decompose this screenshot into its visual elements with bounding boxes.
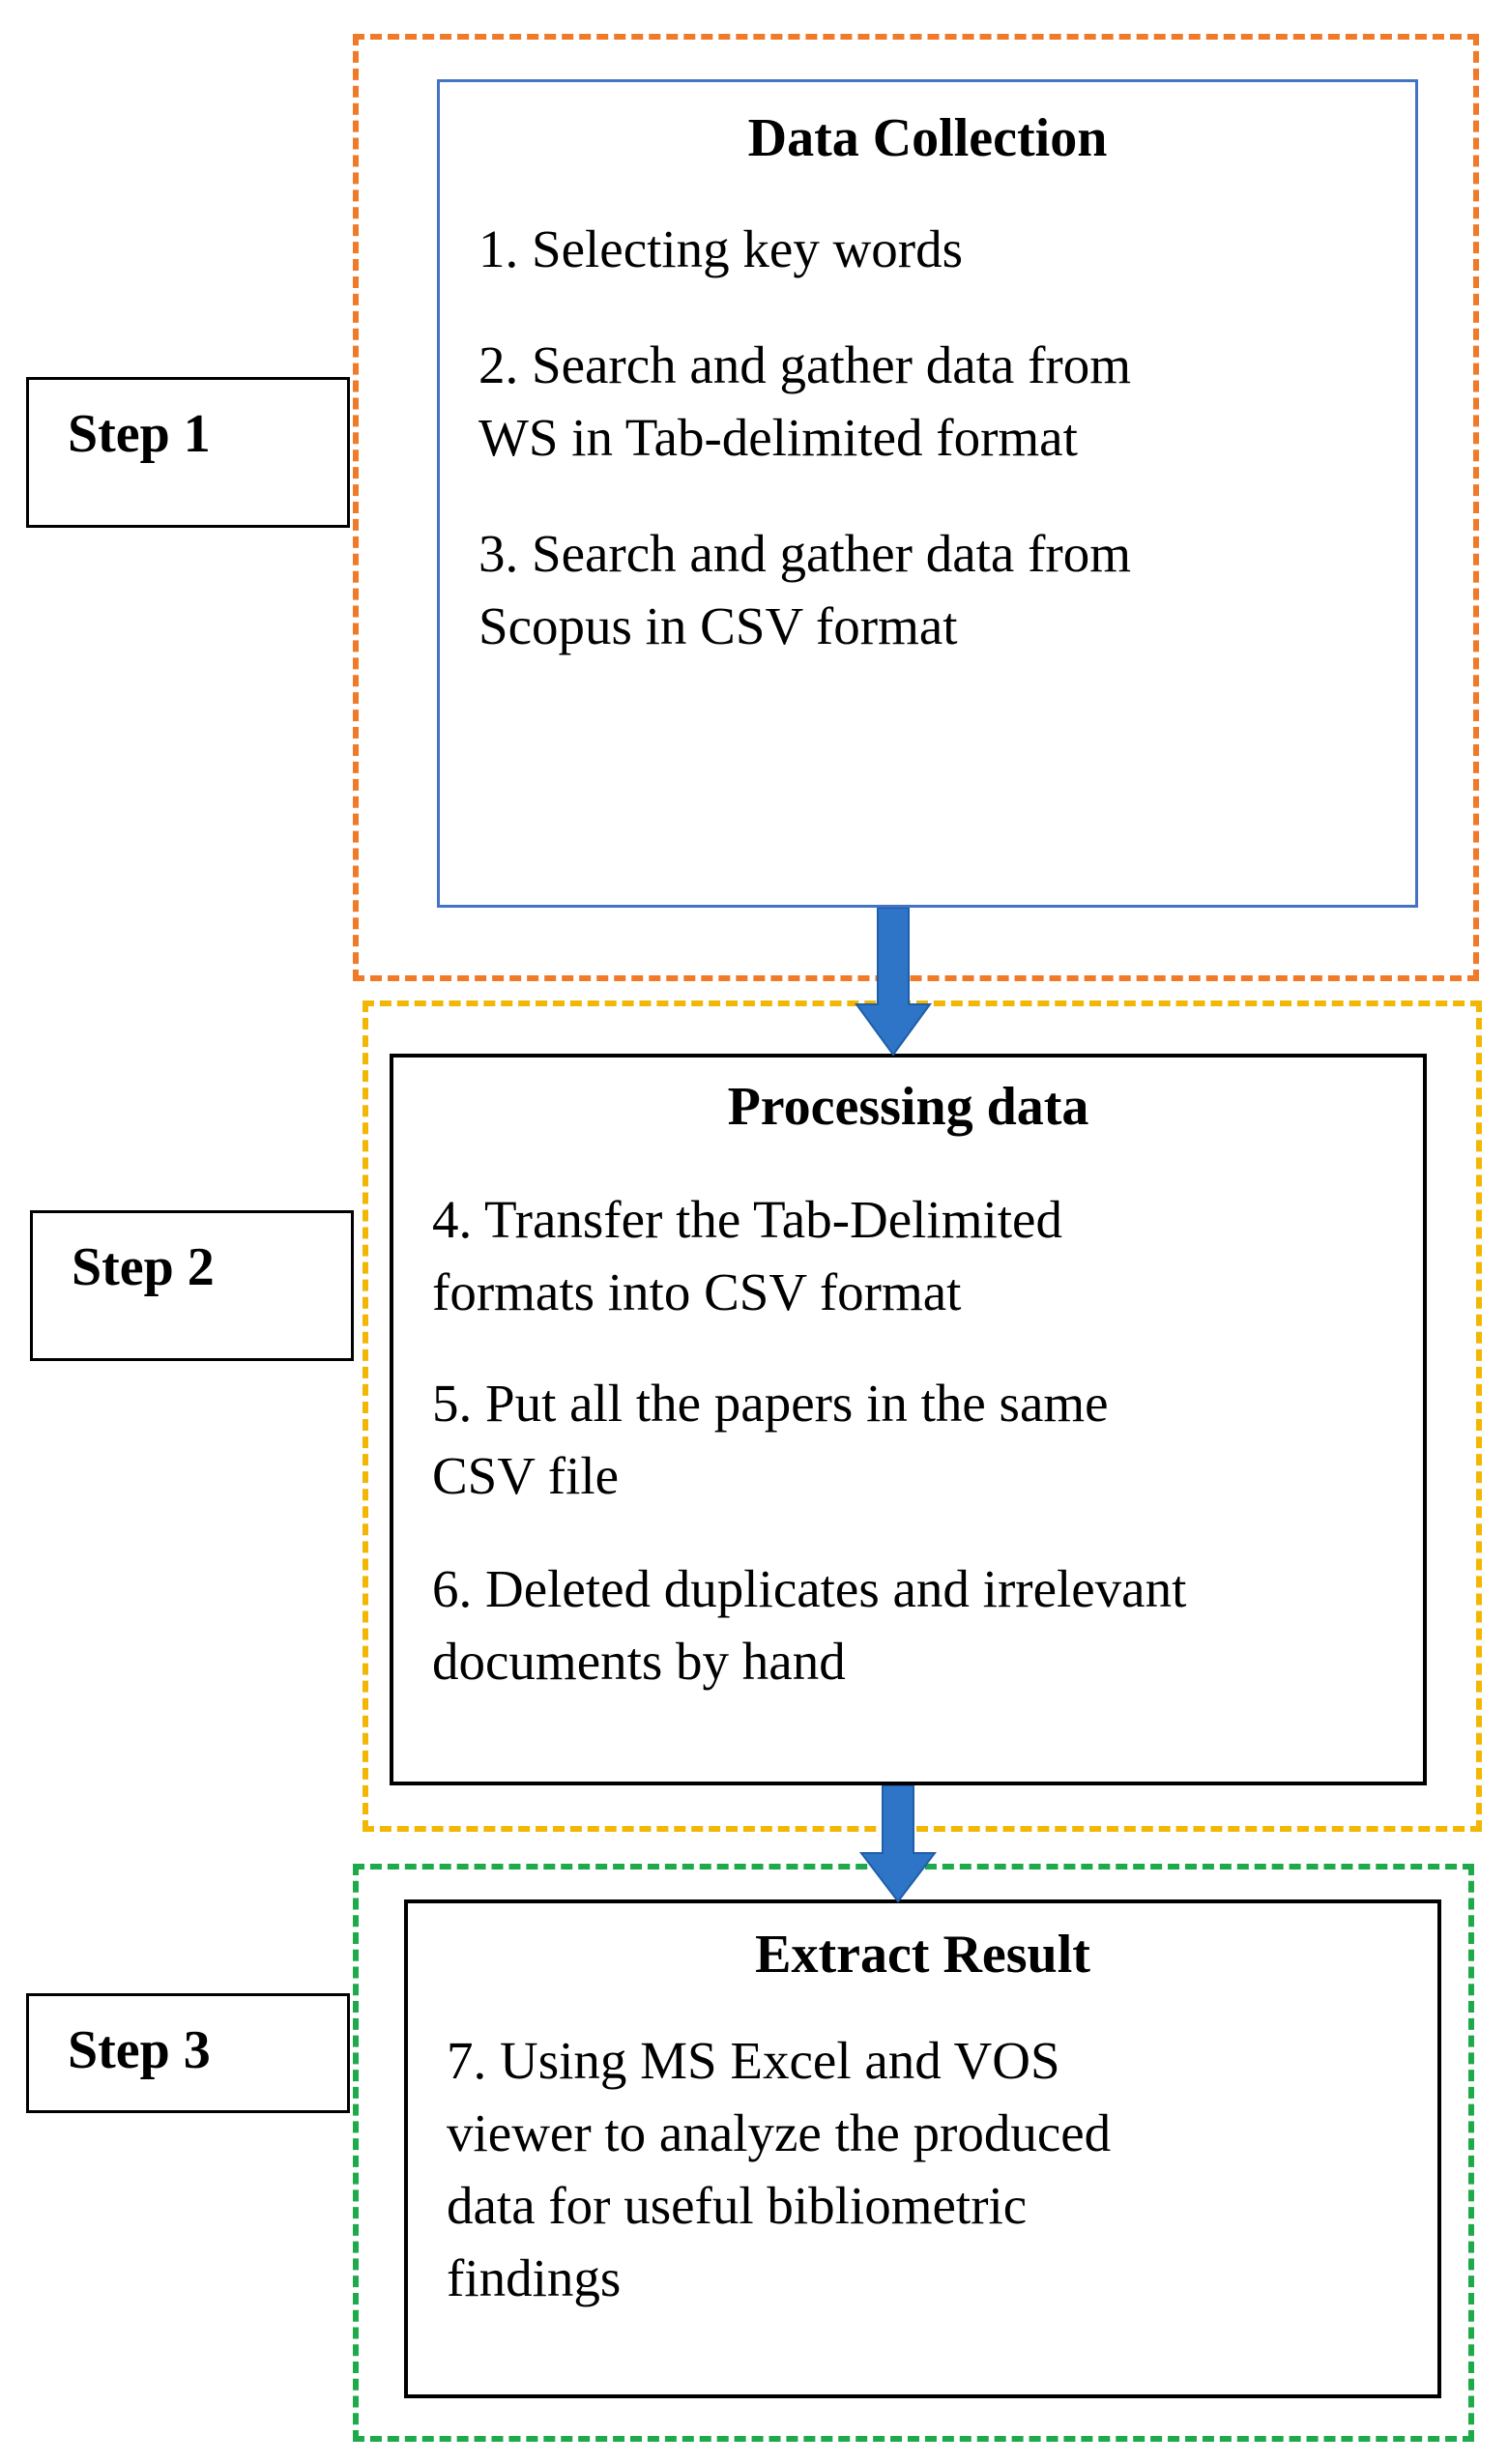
result-item-7: 7. Using MS Excel and VOS viewer to anal… <box>447 2031 1112 2307</box>
arrow-step1-to-step2 <box>855 908 932 1057</box>
processing-item-4: 4. Transfer the Tab-Delimited formats in… <box>432 1190 1062 1321</box>
processing-item-6: 6. Deleted duplicates and irrelevant doc… <box>432 1559 1187 1691</box>
collection-item-1: 1. Selecting key words <box>478 219 964 278</box>
arrow-step2-to-step3 <box>859 1785 937 1903</box>
step-2-label: Step 2 <box>72 1237 215 1297</box>
extract-result-title: Extract Result <box>755 1925 1090 1985</box>
down-arrow-icon <box>855 908 932 1057</box>
extract-result-box: Extract Result 7. Using MS Excel and VOS… <box>404 1899 1441 2398</box>
data-collection-box: Data Collection 1. Selecting key words 2… <box>437 79 1418 908</box>
collection-item-3: 3. Search and gather data from Scopus in… <box>478 524 1131 655</box>
collection-item-2: 2. Search and gather data from WS in Tab… <box>478 335 1131 467</box>
step-3-label: Step 3 <box>68 2020 211 2080</box>
step-1-label-box: Step 1 <box>26 377 350 528</box>
processing-item-5: 5. Put all the papers in the same CSV fi… <box>432 1374 1109 1505</box>
step-3-label-box: Step 3 <box>26 1993 350 2113</box>
step-2-label-box: Step 2 <box>30 1210 354 1361</box>
step-1-dashed-frame <box>353 34 1479 981</box>
processing-data-title: Processing data <box>727 1077 1089 1137</box>
down-arrow-icon <box>859 1785 937 1903</box>
processing-data-box: Processing data 4. Transfer the Tab-Deli… <box>390 1054 1427 1785</box>
data-collection-title: Data Collection <box>747 108 1108 168</box>
step-1-label: Step 1 <box>68 404 211 464</box>
